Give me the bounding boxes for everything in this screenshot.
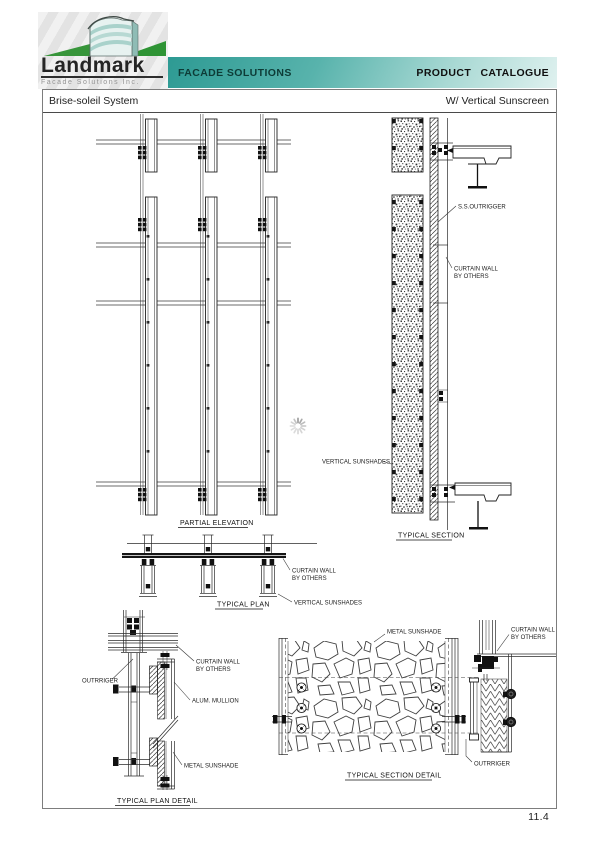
caption-partial-elevation: PARTIAL ELEVATION: [180, 520, 254, 527]
header-band: FACADE SOLUTIONS PRODUCT CATALOGUE: [168, 57, 557, 88]
loading-spinner-icon: [289, 417, 307, 435]
header-right-title: PRODUCT CATALOGUE: [416, 66, 549, 79]
label-outrigger: OUTRRIGER: [82, 679, 119, 685]
caption-typical-plan-detail: TYPICAL PLAN DETAIL: [117, 798, 198, 805]
drawing-typical-plan: CURTAIN WALL BY OTHERS VERTICAL SUNSHADE…: [122, 534, 362, 610]
label-curtain-wall: CURTAIN WALL: [292, 569, 337, 575]
building-icon: [44, 16, 166, 57]
logo-subtitle: Facade Solutions Inc.: [41, 79, 140, 86]
sheet-title-row: Brise-soleil System W/ Vertical Sunscree…: [43, 90, 556, 113]
label-curtain-wall: CURTAIN WALL: [511, 628, 556, 634]
label-vertical-sunshades: VERTICAL SUNSHADES: [322, 460, 390, 466]
drawing-partial-elevation: PARTIAL ELEVATION: [96, 114, 291, 528]
label-by-others: BY OTHERS: [196, 667, 231, 673]
label-curtain-wall: CURTAIN WALL: [196, 660, 241, 666]
page-number: 11.4: [528, 811, 549, 823]
label-by-others: BY OTHERS: [454, 274, 489, 280]
caption-typical-section: TYPICAL SECTION: [398, 533, 464, 540]
caption-typical-plan: TYPICAL PLAN: [217, 602, 270, 609]
header-left-title: FACADE SOLUTIONS: [178, 66, 292, 79]
label-vertical-sunshades: VERTICAL SUNSHADES: [294, 601, 362, 607]
caption-typical-section-detail: TYPICAL SECTION DETAIL: [347, 773, 442, 780]
drawing-typical-plan-detail: OUTRRIGER CURTAIN WALL BY OTHERS ALUM. M…: [82, 610, 241, 806]
label-alum-mullion: ALUM. MULLION: [192, 699, 239, 705]
label-metal-sunshade: METAL SUNSHADE: [387, 630, 441, 636]
drawing-typical-section: S.S.OUTRIGGER CURTAIN WALL BY OTHERS VER…: [322, 117, 512, 541]
label-outrigger: OUTRRIGER: [474, 762, 511, 768]
label-curtain-wall: CURTAIN WALL: [454, 267, 499, 273]
label-metal-sunshade: METAL SUNSHADE: [184, 764, 238, 770]
sheet-frame: Brise-soleil System W/ Vertical Sunscree…: [42, 89, 557, 809]
technical-drawing-sheet: PARTIAL ELEVATION: [82, 113, 556, 806]
label-by-others: BY OTHERS: [511, 635, 546, 641]
variant-title: W/ Vertical Sunscreen: [445, 95, 549, 107]
drawing-typical-section-detail: METAL SUNSHADE CURTAIN WALL BY OTHERS OU…: [272, 620, 556, 781]
logo-company-name: Landmark: [41, 55, 163, 78]
label-ss-outrigger: S.S.OUTRIGGER: [458, 205, 506, 211]
label-by-others: BY OTHERS: [292, 576, 327, 582]
company-logo: Landmark Facade Solutions Inc.: [38, 12, 168, 89]
system-title: Brise-soleil System: [49, 95, 139, 107]
